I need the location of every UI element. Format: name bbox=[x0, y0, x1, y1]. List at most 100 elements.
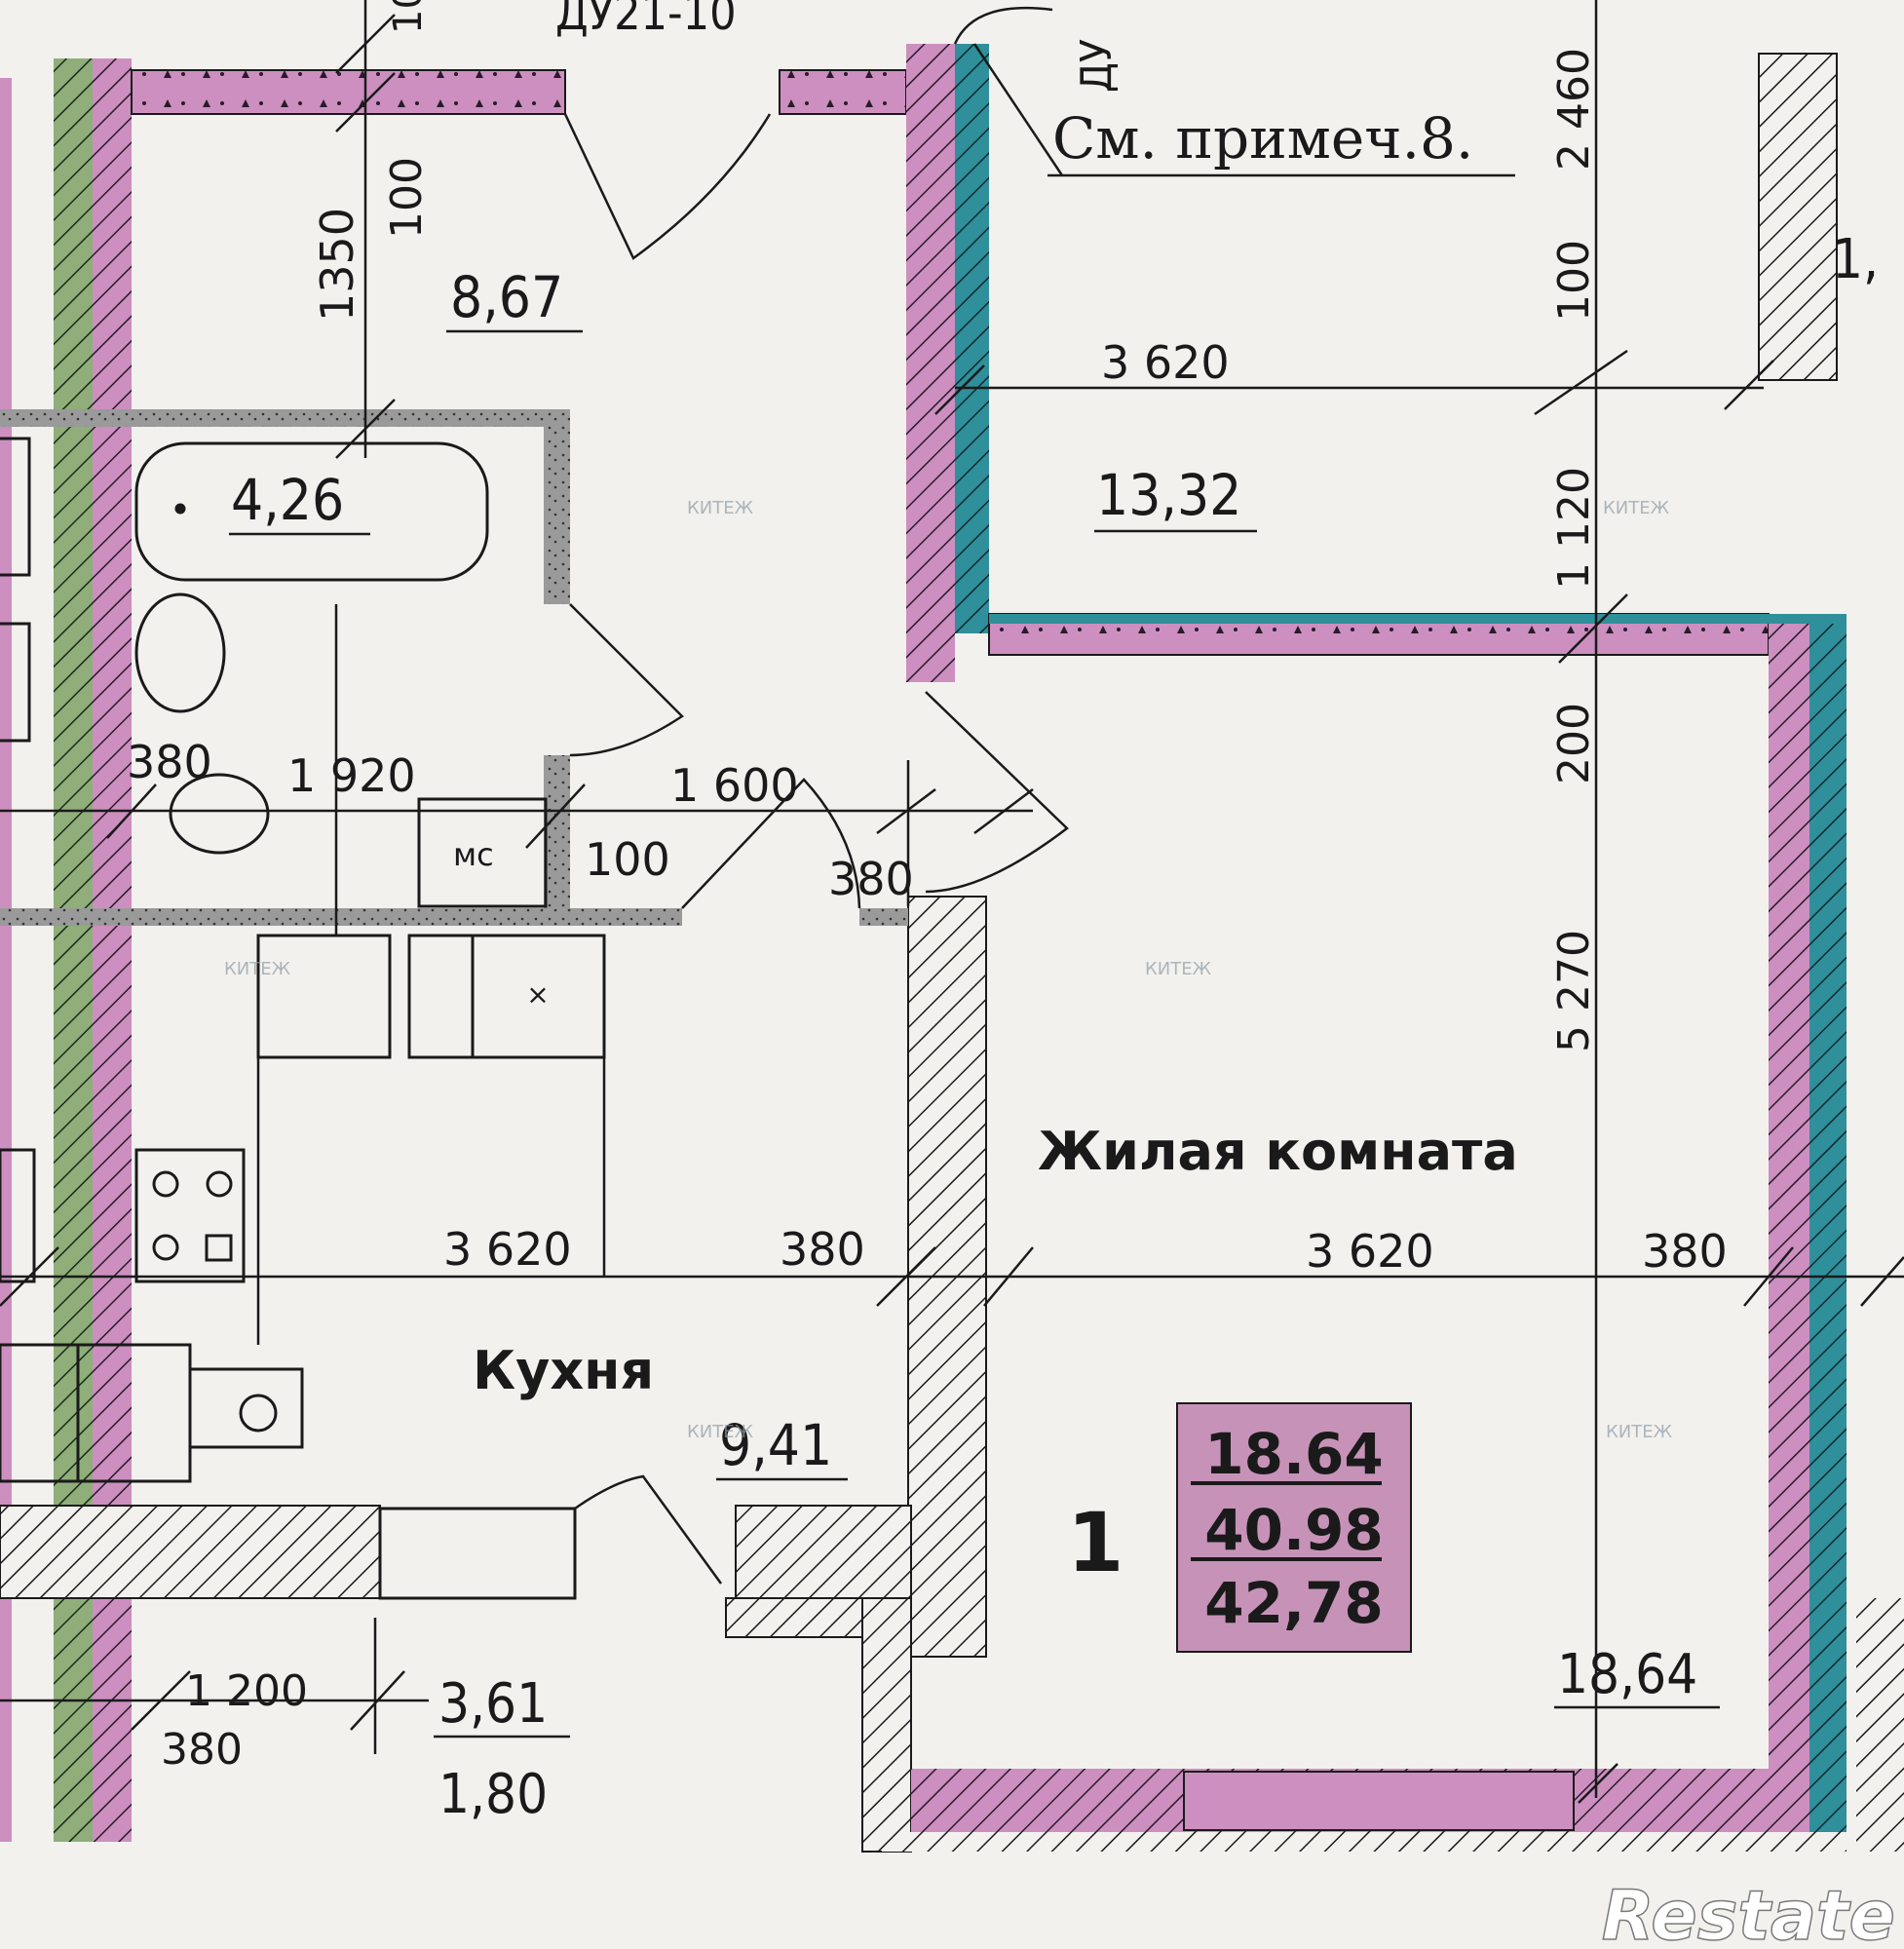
stove bbox=[134, 1148, 246, 1283]
cabinet bbox=[407, 934, 475, 1059]
dim-200: 200 bbox=[1549, 703, 1599, 784]
tick bbox=[525, 783, 586, 849]
bathroom-wall-right bbox=[544, 409, 570, 604]
watermark-5: КИТЕЖ bbox=[687, 1422, 754, 1442]
dim-100-top: 100 bbox=[382, 157, 432, 239]
right-wall-pink bbox=[1769, 624, 1809, 1852]
central-wall-pink bbox=[906, 44, 955, 682]
tick bbox=[106, 783, 157, 839]
dimension-values: 1350 100 2 460 100 1 120 200 5 270 3 620… bbox=[127, 48, 1728, 1775]
sink-cross: × bbox=[526, 978, 549, 1011]
living-label: Жилая комната bbox=[1038, 1121, 1518, 1182]
bathroom-wall-bottom bbox=[0, 908, 682, 926]
dimension-lines bbox=[0, 0, 1904, 1804]
left-stove-edge bbox=[0, 1148, 36, 1283]
toilet bbox=[169, 773, 270, 855]
dim-380-bath: 380 bbox=[127, 736, 212, 788]
loggia-area: 3,61 bbox=[438, 1672, 548, 1736]
apartment-summary: 1 18.64 40.98 42,78 bbox=[1067, 1402, 1412, 1653]
tick bbox=[350, 1670, 405, 1731]
dim-2460: 2 460 bbox=[1549, 48, 1599, 171]
walls bbox=[0, 44, 1904, 1853]
tick bbox=[1558, 593, 1628, 664]
dim-5270: 5 270 bbox=[1549, 930, 1599, 1052]
watermark-6: КИТЕЖ bbox=[1606, 1422, 1673, 1442]
watermark-4: КИТЕЖ bbox=[1145, 959, 1212, 979]
boiler bbox=[239, 1394, 278, 1433]
apartment-living-area: 18.64 bbox=[1204, 1421, 1383, 1487]
room-areas: 8,67 4,26 13,32 Кухня 9,41 Жилая комната… bbox=[231, 228, 1879, 1826]
tick bbox=[1743, 1246, 1794, 1307]
living-outer-wall bbox=[882, 1832, 1847, 1852]
loggia-right-wall bbox=[861, 1597, 912, 1853]
far-left-pink-strip bbox=[0, 78, 12, 1842]
kitchen-label: Кухня bbox=[473, 1340, 654, 1401]
door-code: ДУ21-10 bbox=[555, 0, 737, 41]
tick bbox=[335, 72, 396, 133]
door-code-partial: ДУ bbox=[1072, 39, 1122, 93]
upper-right-wall bbox=[1758, 53, 1838, 381]
apartment-number: 1 bbox=[1067, 1495, 1123, 1590]
living-area: 18,64 bbox=[1557, 1643, 1697, 1706]
tick bbox=[983, 1246, 1034, 1307]
apartment-total-with-loggia: 42,78 bbox=[1204, 1570, 1383, 1636]
dim-3620-living: 3 620 bbox=[1306, 1225, 1434, 1278]
bathroom-wall-top bbox=[0, 409, 570, 427]
shaft-box bbox=[417, 797, 548, 908]
partial-right-area: 1, bbox=[1832, 228, 1879, 291]
dim-1920: 1 920 bbox=[287, 749, 416, 802]
dim-10-top: 10 bbox=[386, 0, 431, 34]
central-wall-teal bbox=[955, 44, 989, 633]
dim-380-kitchen: 380 bbox=[780, 1223, 865, 1276]
watermark-3: КИТЕЖ bbox=[224, 959, 291, 979]
note-leader bbox=[972, 43, 1064, 176]
fixtures: × bbox=[0, 437, 606, 1600]
washer-box bbox=[256, 934, 392, 1059]
top-right-door-swing bbox=[953, 6, 1053, 45]
kitchen-area: 9,41 bbox=[719, 1412, 832, 1478]
kitchen-door-swing bbox=[681, 778, 861, 909]
living-door-swing bbox=[925, 691, 1069, 894]
watermark-1: КИТЕЖ bbox=[687, 498, 754, 518]
bathtub-drain bbox=[174, 503, 186, 515]
tick bbox=[0, 1246, 59, 1307]
right-lower-column bbox=[1856, 1598, 1904, 1852]
hall-area: 8,67 bbox=[450, 264, 563, 330]
tick bbox=[1724, 360, 1774, 410]
top-wall-left bbox=[131, 69, 566, 115]
loggia-bench bbox=[378, 1507, 577, 1600]
dim-380-loggia: 380 bbox=[161, 1725, 243, 1775]
dim-1200: 1 200 bbox=[185, 1666, 308, 1716]
tick bbox=[1578, 1763, 1618, 1804]
kitchen-bottom-wall-right bbox=[735, 1505, 912, 1599]
door-swings bbox=[563, 6, 1069, 1585]
apartment-total-area: 40.98 bbox=[1204, 1497, 1383, 1563]
wall-shelf bbox=[188, 1367, 304, 1449]
watermarks: КИТЕЖ КИТЕЖ КИТЕЖ КИТЕЖ КИТЕЖ КИТЕЖ bbox=[224, 498, 1673, 1442]
room-partition-teal bbox=[989, 614, 1847, 624]
tick bbox=[335, 14, 396, 74]
top-room-area: 13,32 bbox=[1096, 462, 1241, 528]
sink bbox=[134, 592, 226, 713]
tick bbox=[876, 788, 936, 834]
dim-100-right: 100 bbox=[1549, 240, 1599, 322]
bathtub bbox=[134, 441, 489, 582]
loggia-area-reduced: 1,80 bbox=[438, 1763, 548, 1826]
dim-380-living: 380 bbox=[1642, 1225, 1728, 1278]
top-wall-right bbox=[779, 69, 907, 115]
burner-3 bbox=[152, 1234, 179, 1261]
brand-logo: Restate bbox=[1602, 1876, 1895, 1949]
tick bbox=[973, 788, 1034, 834]
entry-door-swing bbox=[563, 113, 772, 260]
tick bbox=[1534, 349, 1628, 416]
dim-1600: 1 600 bbox=[670, 759, 799, 812]
burner-4 bbox=[205, 1234, 233, 1262]
dim-1350: 1350 bbox=[311, 208, 363, 322]
dim-380-door: 380 bbox=[828, 853, 914, 905]
dim-100-shaft: 100 bbox=[585, 833, 670, 886]
window-opening bbox=[1183, 1771, 1575, 1831]
bathroom-area: 4,26 bbox=[231, 467, 344, 533]
apartment-area-box bbox=[1176, 1402, 1412, 1653]
tick bbox=[934, 364, 985, 415]
tick bbox=[131, 1670, 191, 1731]
